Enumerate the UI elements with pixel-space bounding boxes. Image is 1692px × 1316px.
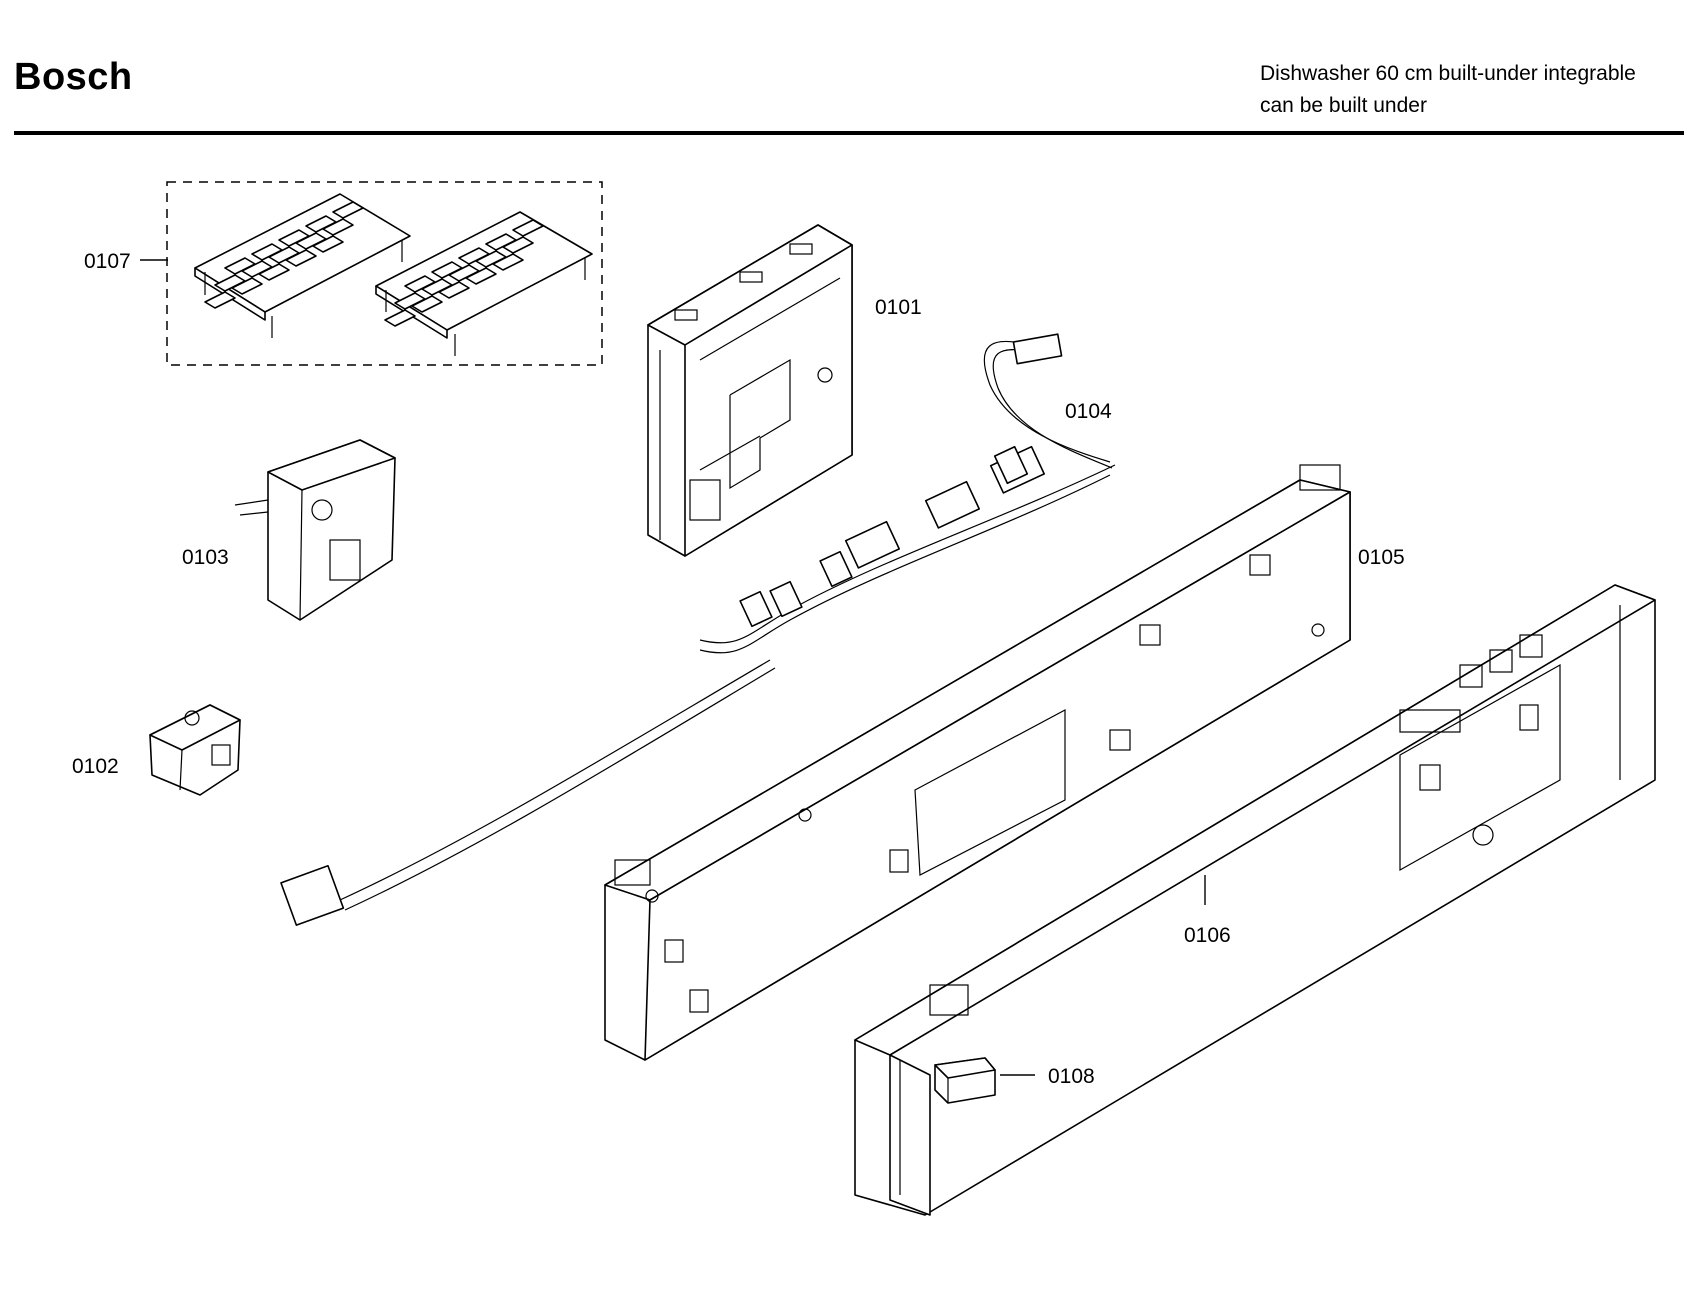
key-cap [502,236,534,254]
keypad-left [194,193,411,338]
model-description: Dishwasher 60 cm built-under integrable … [1260,58,1636,122]
key-cap [411,295,443,313]
key-cap [322,218,354,236]
key-cap [332,201,364,219]
label-0104: 0104 [1065,400,1112,423]
part-0107-keypad-set[interactable] [166,181,603,366]
key-cap [231,277,263,295]
keypad-right [375,211,593,356]
key-cap [204,291,236,309]
part-0105-control-panel-frame[interactable] [604,464,1351,1061]
part-0106-front-trim[interactable] [854,584,1656,1216]
key-cap [384,309,416,327]
part-0103-component[interactable] [234,439,396,621]
label-0105: 0105 [1358,546,1405,569]
key-cap [258,263,290,281]
label-0108: 0108 [1048,1065,1095,1088]
key-cap [285,249,317,267]
part-0108-small-block[interactable] [934,1057,996,1104]
brand-title: Bosch [14,56,133,98]
label-0102: 0102 [72,755,119,778]
label-0106: 0106 [1184,924,1231,947]
key-cap [465,267,497,285]
key-cap [512,219,544,237]
part-0101-control-module[interactable] [647,224,853,557]
part-0102-component[interactable] [149,704,241,796]
label-0103: 0103 [182,546,229,569]
key-cap [312,235,344,253]
part-0104-wiring-harness[interactable] [280,333,1116,926]
key-cap [492,253,524,271]
key-cap [438,281,470,299]
label-0107: 0107 [84,250,131,273]
header-divider [14,131,1684,135]
label-0101: 0101 [875,296,922,319]
model-description-line-1: Dishwasher 60 cm built-under integrable [1260,62,1636,85]
model-description-line-2: can be built under [1260,94,1427,117]
